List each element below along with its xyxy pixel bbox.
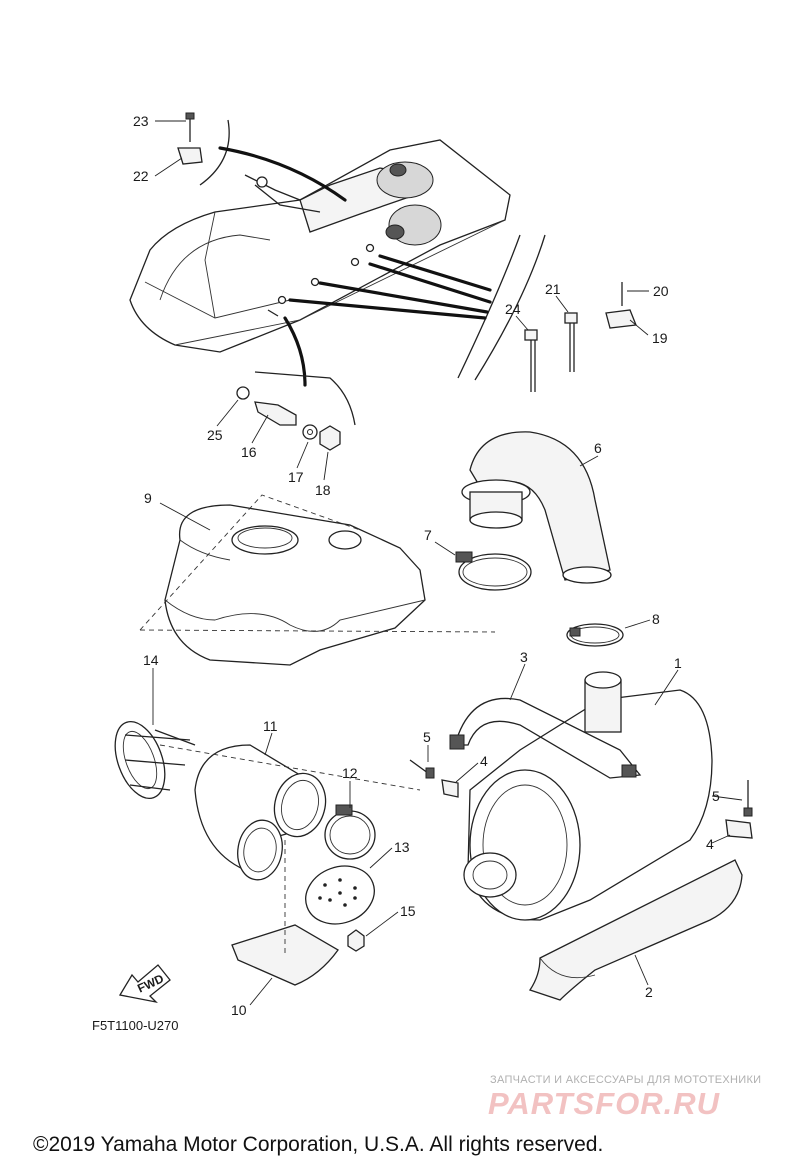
watercraft-overview [129, 119, 546, 426]
callout-2: 2 [645, 984, 653, 1000]
part-12-clamp [324, 804, 376, 860]
callout-4-left: 4 [480, 753, 488, 769]
callout-5-right: 5 [712, 788, 720, 804]
callout-20: 20 [653, 283, 669, 299]
callout-24: 24 [505, 301, 521, 317]
cable-tie-21 [564, 312, 578, 372]
fwd-arrow-icon: FWD [118, 964, 171, 1004]
fitting-set [236, 386, 341, 451]
part-6-elbow [461, 431, 612, 584]
bracket-right [725, 780, 753, 839]
callout-19: 19 [652, 330, 668, 346]
callout-23: 23 [133, 113, 149, 129]
callout-1: 1 [674, 655, 682, 671]
callout-17: 17 [288, 469, 304, 485]
callout-3: 3 [520, 649, 528, 665]
copyright-text: ©2019 Yamaha Motor Corporation, U.S.A. A… [33, 1133, 603, 1156]
part-13-plate [305, 865, 375, 925]
callout-9: 9 [144, 490, 152, 506]
part-11-pipe [159, 744, 421, 871]
callout-11: 11 [263, 718, 278, 734]
cable-tie-24 [524, 329, 538, 392]
callout-labels: 23 22 20 19 21 24 25 16 17 18 6 7 8 9 3 … [133, 113, 720, 1018]
callout-16: 16 [241, 444, 257, 460]
leader-lines [152, 120, 743, 1006]
callout-21: 21 [545, 281, 561, 297]
part-2-cover [528, 859, 743, 1001]
watermark-tagline: ЗАПЧАСТИ И АКСЕССУАРЫ ДЛЯ МОТОТЕХНИКИ [490, 1074, 761, 1086]
watermark-logo: PARTSFOR.RU [488, 1086, 721, 1121]
callout-8: 8 [652, 611, 660, 627]
callout-25: 25 [207, 427, 223, 443]
part-1-muffler [449, 671, 713, 921]
callout-10: 10 [231, 1002, 247, 1018]
part-7-clamp [455, 551, 532, 591]
callout-7: 7 [424, 527, 432, 543]
gasket-ring [237, 819, 283, 881]
callout-5-left: 5 [423, 729, 431, 745]
callout-14: 14 [143, 652, 159, 668]
callout-18: 18 [315, 482, 331, 498]
diagram-code: F5T1100-U270 [92, 1018, 178, 1033]
callout-15: 15 [400, 903, 416, 919]
callout-12: 12 [342, 765, 358, 781]
callout-4-right: 4 [706, 836, 714, 852]
part-14-flange [114, 721, 196, 799]
part-9-waterlock [139, 494, 496, 666]
part-15-nut [347, 929, 365, 952]
part-8-clamp [566, 623, 624, 647]
part-10-sheet [231, 840, 339, 986]
callout-13: 13 [394, 839, 410, 855]
bracket-left [409, 759, 459, 798]
callout-22: 22 [133, 168, 149, 184]
callout-6: 6 [594, 440, 602, 456]
